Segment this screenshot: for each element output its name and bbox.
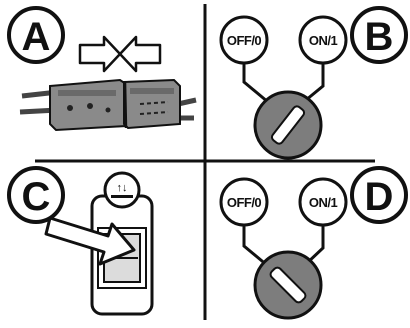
panel-c: C ↑↓ — [7, 166, 154, 316]
switch-symbol: ↑↓ — [117, 182, 128, 194]
panel-b-letter: B — [365, 15, 394, 59]
insert-arrow-icon — [44, 216, 136, 266]
off-position-bubble — [219, 15, 269, 65]
panel-d: D OFF/0 ON/1 — [219, 166, 408, 320]
panel-d-badge — [350, 166, 408, 224]
panel-c-badge — [7, 166, 65, 224]
off-position-bubble — [219, 177, 269, 227]
battery-connector — [19, 78, 197, 132]
panel-a: A — [7, 6, 197, 132]
push-arrow-right-icon — [78, 35, 122, 73]
on-label: ON/1 — [309, 33, 338, 48]
panel-d-letter: D — [365, 175, 394, 219]
on-label: ON/1 — [309, 195, 338, 210]
push-arrow-left-icon — [118, 35, 162, 73]
panel-b-badge — [350, 6, 408, 64]
switch-emblem — [103, 171, 141, 209]
panel-a-badge — [7, 6, 65, 64]
knob-slot — [269, 266, 307, 304]
on-position-bubble — [298, 15, 348, 65]
panel-b: B OFF/0 ON/1 — [219, 6, 408, 160]
panel-a-letter: A — [22, 15, 51, 59]
knob-slot — [270, 105, 306, 145]
off-label: OFF/0 — [227, 195, 262, 210]
panel-c-letter: C — [22, 175, 51, 219]
on-position-bubble — [298, 177, 348, 227]
off-label: OFF/0 — [227, 33, 262, 48]
